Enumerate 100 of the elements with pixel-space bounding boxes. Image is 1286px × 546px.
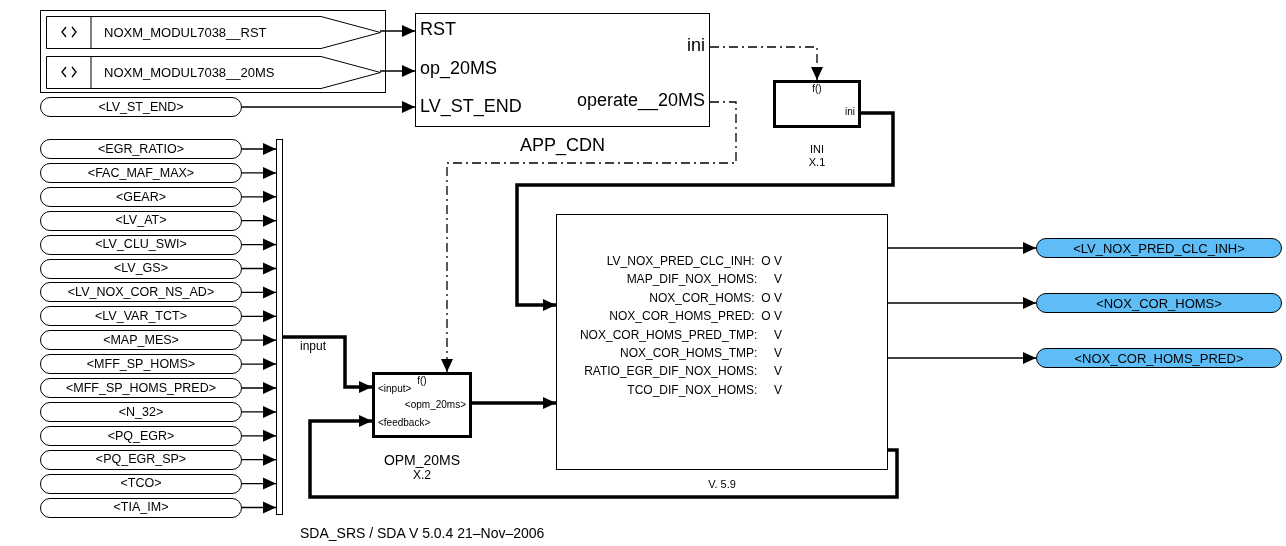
signal-label: MAP_DIF_NOX_HOMS: V (626, 271, 782, 289)
tag-label: <LV_AT> (115, 214, 167, 227)
signal-arrow (241, 262, 277, 275)
subsystem-block (773, 80, 861, 128)
tag-label: <MAP_MES> (103, 333, 179, 347)
signal-arrow (241, 310, 277, 323)
port-label: op_20MS (420, 59, 498, 77)
port-label: <opm_20ms> (404, 400, 466, 410)
block-name: V. 5.9 (707, 479, 737, 490)
tag-label: <LV_NOX_PRED_CLC_INH> (1073, 241, 1245, 255)
tag-label: <LV_CLU_SWI> (95, 238, 187, 251)
tag-label: <LV_VAR_TCT> (95, 310, 187, 323)
signal-arrow (241, 190, 277, 203)
goto-tag (46, 56, 381, 89)
from-tag (40, 258, 242, 279)
from-tag (40, 97, 242, 117)
signal-arrow (472, 397, 556, 409)
signal-arrow (241, 429, 277, 442)
mux-bar (276, 139, 283, 515)
tag-label: <EGR_RATIO> (98, 142, 184, 156)
signal-arrow (241, 286, 277, 299)
signal-label: NOX_COR_HOMS: O V (649, 289, 782, 307)
signal-label: NOX_COR_HOMS_TMP: V (619, 345, 782, 363)
tag-label: <PQ_EGR> (107, 429, 175, 443)
port-label: <input> (378, 384, 412, 394)
port-label: RST (420, 20, 456, 38)
edge-label: input (300, 340, 327, 352)
from-tag (40, 210, 242, 231)
tag-label: <NOX_COR_HOMS> (1096, 296, 1222, 310)
tag-label: <MFF_SP_HOMS> (86, 357, 196, 371)
goto-tag (46, 16, 381, 49)
from-tag (40, 425, 242, 446)
output-tag (1036, 293, 1282, 313)
tag-label: <LV_ST_END> (98, 100, 184, 114)
block-name: APP_CDN (519, 136, 606, 154)
signal-arrow (241, 477, 277, 490)
port-label: operate__20MS (576, 91, 705, 109)
subsystem-block (415, 13, 710, 127)
from-tag (40, 139, 242, 159)
signal-arrow (241, 501, 277, 514)
signal-arrow (887, 352, 1037, 364)
signal-arrow (241, 405, 277, 418)
from-tag (40, 354, 242, 375)
tag-label: <N_32> (118, 405, 164, 419)
tag-label: <MFF_SP_HOMS_PRED> (65, 381, 216, 395)
port-label: f() (811, 84, 823, 94)
from-tag (40, 449, 242, 470)
dash-dot-arrow (441, 101, 737, 373)
signal-arrow (308, 415, 899, 499)
signal-arrow (283, 335, 372, 393)
signal-arrow (515, 111, 895, 311)
from-tag (40, 186, 242, 207)
signal-label: LV_NOX_PRED_CLC_INH: O V (606, 253, 782, 270)
signal-arrow (241, 334, 277, 347)
port-label: ini (687, 36, 705, 54)
subsystem-block (556, 214, 888, 470)
signal-arrow (379, 25, 416, 37)
tag-label: <LV_NOX_COR_NS_AD> (67, 286, 215, 299)
port-label: LV_ST_END (420, 97, 522, 115)
tag-label: <LV_GS> (114, 262, 168, 275)
signal-arrow (241, 382, 277, 394)
output-tag (1036, 238, 1282, 258)
output-tag (1036, 348, 1282, 368)
from-tag (40, 330, 242, 351)
tag-label: NOXM_MODUL7038__RST (104, 26, 267, 39)
tag-label: <FAC_MAF_MAX> (87, 166, 195, 180)
from-tag (40, 162, 242, 183)
port-label: ini (845, 107, 855, 117)
signal-arrow (241, 453, 277, 466)
tag-group-frame (40, 10, 386, 93)
subsystem-block (372, 372, 472, 438)
block-name: X.1 (807, 157, 827, 168)
signal-label: NOX_COR_HOMS_PRED_TMP: V (579, 326, 782, 344)
signal-label: RATIO_EGR_DIF_NOX_HOMS: V (584, 363, 782, 381)
signal-arrow (241, 166, 277, 179)
port-label: f() (416, 376, 428, 386)
tag-label: NOXM_MODUL7038__20MS (104, 66, 275, 79)
signal-arrow (241, 101, 416, 113)
signal-arrow (379, 65, 416, 77)
from-tag (40, 473, 242, 494)
block-name: OPM_20MS (382, 453, 462, 467)
block-name: INI (808, 144, 826, 155)
signal-label: TCO_DIF_NOX_HOMS: V (627, 381, 782, 399)
block-name: X.2 (412, 469, 432, 481)
signal-arrow (887, 242, 1037, 254)
tag-label: <TIA_IM> (113, 501, 169, 514)
signal-arrow (241, 214, 277, 227)
tag-label: <GEAR> (116, 190, 166, 204)
tag-label: <PQ_EGR_SP> (95, 453, 187, 466)
signal-label: NOX_COR_HOMS_PRED: O V (609, 308, 782, 326)
signal-arrow (241, 358, 277, 371)
dash-dot-arrow (709, 46, 823, 81)
from-tag (40, 401, 242, 422)
tag-label: <TCO> (120, 477, 162, 490)
from-tag (40, 378, 242, 398)
from-tag (40, 282, 242, 303)
signal-arrow (241, 238, 277, 251)
signal-arrow (887, 297, 1037, 309)
caption: SDA_SRS / SDA V 5.0.4 21–Nov–2006 (300, 526, 545, 540)
signal-arrow (241, 143, 277, 155)
